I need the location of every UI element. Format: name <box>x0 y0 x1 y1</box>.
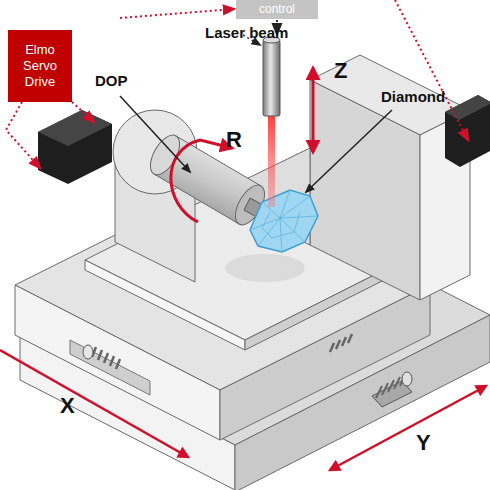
part-label: DOP <box>95 72 128 89</box>
screw-end <box>402 372 412 386</box>
screw-end <box>83 345 93 359</box>
servo-motor <box>445 95 490 167</box>
screw-thread <box>376 374 406 398</box>
laser-beam <box>268 115 275 207</box>
diamond-outline <box>250 190 318 252</box>
part-label: Diamond <box>381 88 445 105</box>
screw-thread <box>330 334 352 352</box>
leader-line <box>120 96 190 172</box>
y-axis-arrow <box>330 386 486 470</box>
node-text: control <box>259 2 295 17</box>
x-stage-slot <box>70 340 150 395</box>
signal-wire <box>395 0 468 140</box>
x-lead-screw <box>83 345 120 369</box>
motor-body <box>445 95 490 167</box>
screw-thread <box>92 347 120 369</box>
node-text: Elmo Servo Drive <box>8 42 72 91</box>
x-axis-arrow <box>0 350 188 457</box>
leader-line <box>306 110 392 192</box>
bracket-inner-face <box>310 80 420 300</box>
rotation-arrow <box>171 140 232 222</box>
control-box: control <box>236 0 318 19</box>
part-label: Laser beam <box>205 24 288 41</box>
y-lead-screw <box>372 372 412 407</box>
axis-label: Y <box>416 430 431 456</box>
diamond-facets <box>250 190 318 252</box>
signal-wire <box>120 9 234 18</box>
shadow <box>225 254 305 282</box>
motor-body <box>38 110 112 184</box>
z-axis-arrow <box>312 68 315 152</box>
signal-wire <box>72 102 94 122</box>
motor-top <box>38 110 112 146</box>
axis-label: Z <box>334 58 347 84</box>
axis-label: X <box>60 393 75 419</box>
top-plate-edge <box>85 260 245 350</box>
servo-motor <box>38 110 112 184</box>
servo-drive-box: Elmo Servo Drive <box>8 30 72 102</box>
laser-head <box>263 40 280 116</box>
diamond-stone <box>250 190 318 252</box>
axis-label: R <box>226 127 242 153</box>
signal-wire <box>6 102 40 168</box>
